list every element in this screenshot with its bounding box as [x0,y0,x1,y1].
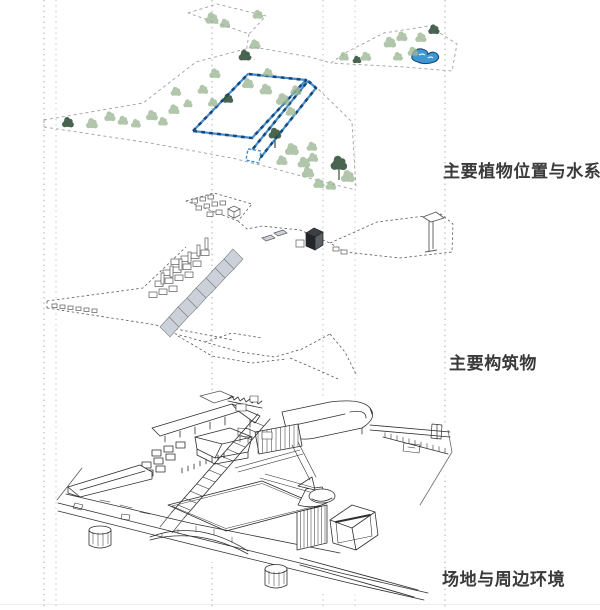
tree-cluster-group [61,9,440,190]
central-rail [159,413,271,534]
linear-structure-strip [159,248,244,338]
cylinder-structures [88,525,288,589]
left-small-boxes [51,303,98,313]
caption-plants-and-water: 主要植物位置与水系 [443,162,600,181]
right-fence-band [369,423,451,455]
louvered-hall [254,423,303,455]
hexagon-building [329,504,379,551]
caption-site-and-context: 场地与周边环境 [442,570,566,589]
page-bottom-edge [0,604,600,605]
path-network [72,395,317,521]
structures-boundary-dashed [46,192,454,380]
wedge-ramp [67,464,153,498]
thin-towers [160,237,209,285]
water-pool [191,72,318,164]
layer-plants-and-water [43,3,458,191]
small-pads-grid [191,194,241,219]
gate-structure [332,211,445,255]
caption-structures: 主要构筑物 [449,354,537,373]
water-pond [411,48,440,65]
platform-boxes [261,227,324,251]
layer-structures [46,192,454,380]
layer-site-and-context [56,389,453,602]
site-boundary-dashed [43,3,458,191]
arch-bridge [149,525,249,555]
